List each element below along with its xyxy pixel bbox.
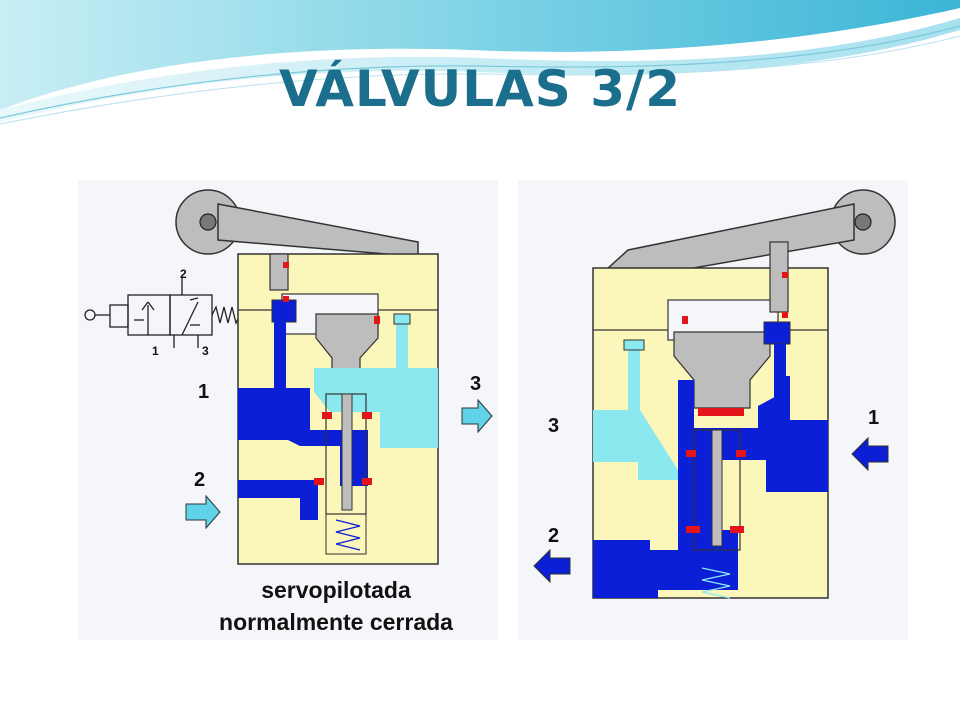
supply-arrow-2 bbox=[185, 494, 221, 530]
port-3-label: 3 bbox=[548, 415, 559, 437]
left-valve-diagram: 2 1 3 bbox=[78, 180, 498, 640]
port-2-label: 2 bbox=[548, 525, 559, 547]
port-1-label: 1 bbox=[198, 381, 209, 403]
slide-title: VÁLVULAS 3/2 bbox=[278, 60, 682, 118]
port-3-label: 3 bbox=[470, 373, 481, 395]
caption-line-1: servopilotada bbox=[261, 577, 411, 603]
supply-arrow-1 bbox=[851, 436, 889, 472]
caption-line-2: normalmente cerrada bbox=[219, 609, 453, 635]
iso-valve-symbol bbox=[84, 278, 241, 348]
header-wave-decoration bbox=[0, 0, 960, 125]
right-valve-diagram: 1 2 3 bbox=[518, 180, 908, 640]
port-1-label: 1 bbox=[868, 407, 879, 429]
port-2-label: 2 bbox=[194, 469, 205, 491]
valve-body bbox=[592, 241, 829, 599]
symbol-port-bottom-right-label: 3 bbox=[202, 344, 209, 358]
exhaust-arrow-3 bbox=[461, 398, 493, 434]
symbol-port-bottom-left-label: 1 bbox=[152, 344, 159, 358]
valve-body bbox=[237, 253, 439, 565]
symbol-port-top-label: 2 bbox=[180, 267, 187, 281]
output-arrow-2 bbox=[533, 548, 571, 584]
